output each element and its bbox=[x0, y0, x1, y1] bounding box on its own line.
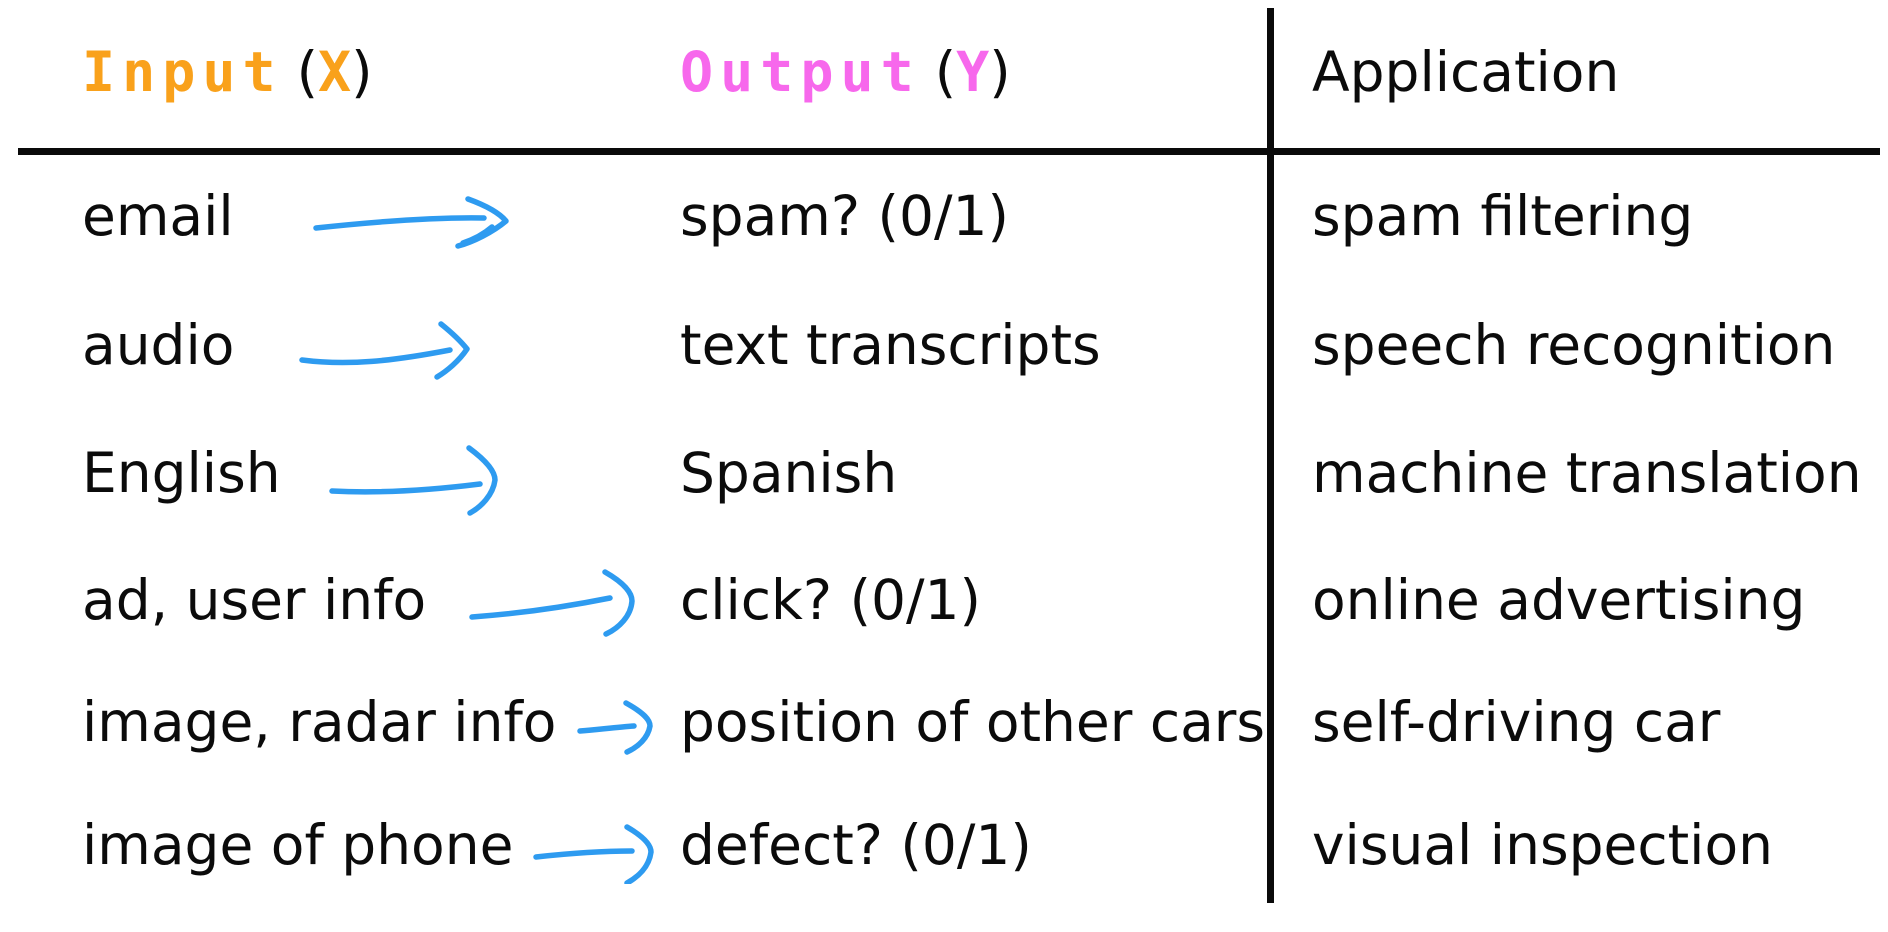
application-cell: speech recognition bbox=[1312, 313, 1836, 377]
close-paren: ) bbox=[989, 40, 1011, 104]
input-cell: email bbox=[82, 184, 234, 248]
application-cell: self-driving car bbox=[1312, 690, 1721, 754]
column-header-output: Output(Y) bbox=[680, 34, 1011, 110]
y-symbol: Y bbox=[956, 40, 990, 104]
input-cell: audio bbox=[82, 313, 235, 377]
application-cell: machine translation bbox=[1312, 441, 1862, 505]
right-arrow-icon bbox=[313, 196, 509, 249]
output-cell: click? (0/1) bbox=[680, 568, 981, 632]
input-cell: image, radar info bbox=[82, 690, 557, 754]
open-paren: ( bbox=[296, 40, 319, 104]
column-header-application: Application bbox=[1312, 40, 1620, 104]
column-header-input: Input(X) bbox=[82, 34, 373, 110]
right-arrow-icon bbox=[533, 824, 654, 884]
output-header-label: Output bbox=[680, 40, 921, 104]
output-cell: text transcripts bbox=[680, 313, 1101, 377]
right-arrow-icon bbox=[577, 700, 653, 755]
output-cell: Spanish bbox=[680, 441, 898, 505]
input-header-label: Input bbox=[82, 40, 283, 104]
application-cell: spam filtering bbox=[1312, 184, 1694, 248]
column-divider-line bbox=[1267, 8, 1274, 903]
application-cell: visual inspection bbox=[1312, 813, 1773, 877]
input-cell: English bbox=[82, 441, 281, 505]
right-arrow-icon bbox=[299, 321, 470, 380]
output-cell: position of other cars bbox=[680, 690, 1266, 754]
input-cell: image of phone bbox=[82, 813, 514, 877]
header-divider-line bbox=[18, 148, 1880, 155]
x-symbol: X bbox=[318, 40, 352, 104]
input-cell: ad, user info bbox=[82, 568, 427, 632]
right-arrow-icon bbox=[469, 569, 635, 637]
output-cell: spam? (0/1) bbox=[680, 184, 1009, 248]
right-arrow-icon bbox=[329, 445, 498, 516]
application-cell: online advertising bbox=[1312, 568, 1806, 632]
output-cell: defect? (0/1) bbox=[680, 813, 1032, 877]
close-paren: ) bbox=[351, 40, 373, 104]
open-paren: ( bbox=[934, 40, 957, 104]
